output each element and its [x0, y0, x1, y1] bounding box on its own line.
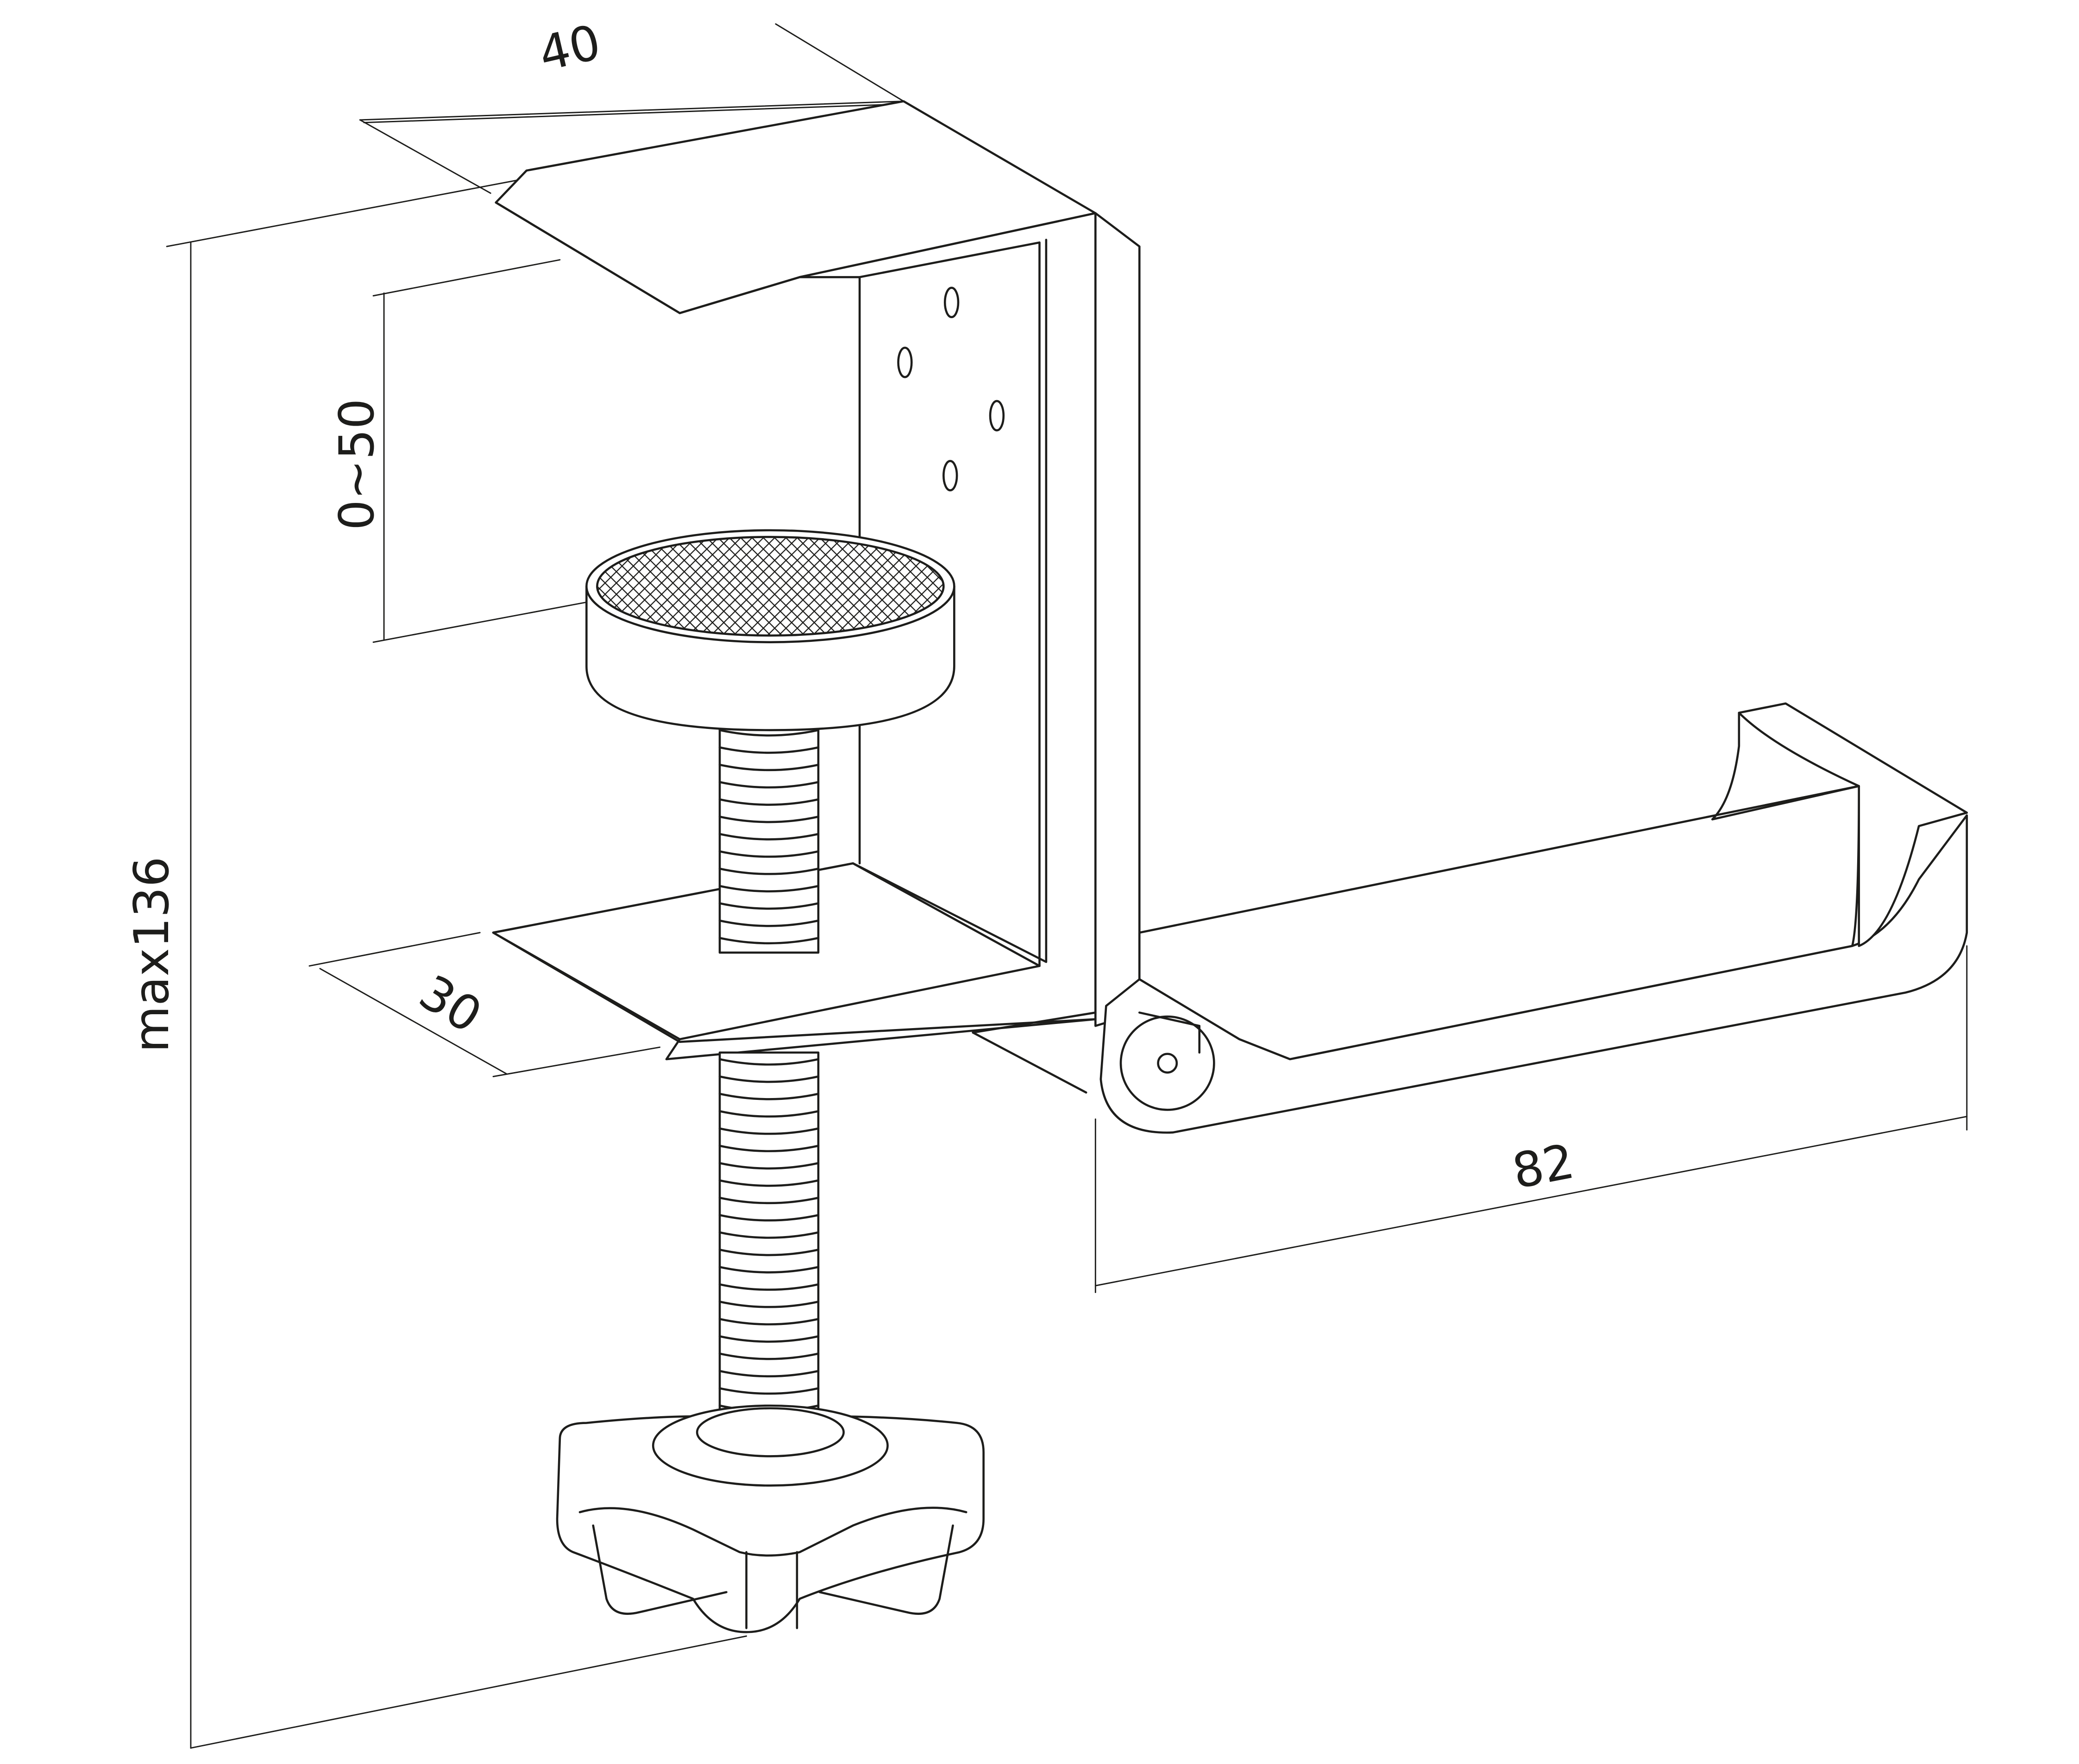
pressure-pad: [585, 529, 955, 731]
star-knob: [556, 1404, 985, 1633]
dim-label-82: 82: [1508, 1134, 1578, 1200]
dim-label-max136: max136: [124, 856, 180, 1052]
dim-label-30: 30: [410, 965, 491, 1044]
dimension-40: 40: [359, 14, 907, 194]
dimension-82: 82: [1094, 945, 1968, 1293]
hanger-arm: [972, 702, 1968, 1134]
dim-label-40: 40: [534, 14, 606, 82]
dim-label-0-50: 0~50: [329, 399, 385, 530]
dimension-max136: max136: [124, 176, 747, 1749]
dimension-0-50: 0~50: [329, 259, 587, 643]
